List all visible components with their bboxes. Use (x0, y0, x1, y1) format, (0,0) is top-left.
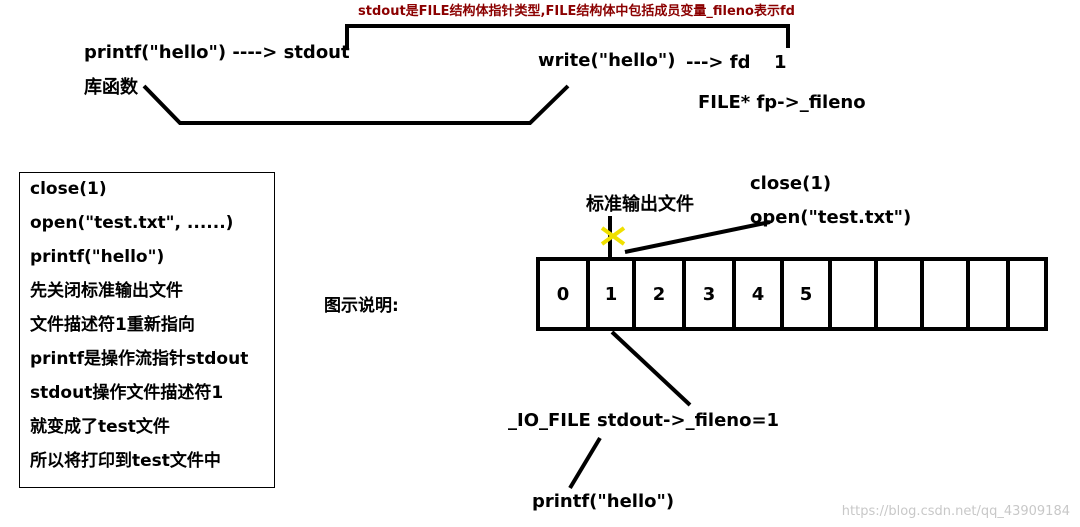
lib-func-label: 库函数 (84, 77, 138, 98)
open-call-label: open("test.txt") (750, 207, 912, 228)
box-line: 先关闭标准输出文件 (30, 281, 183, 301)
open-pointer (624, 220, 771, 254)
fd-cell-2: 2 (652, 283, 666, 305)
box-line: printf("hello") (30, 247, 165, 267)
stdout-file-label: 标准输出文件 (586, 194, 694, 215)
fd-cell-5: 5 (799, 283, 813, 305)
fd-note: stdout是FILE结构体指针类型,FILE结构体中包括成员变量_fileno… (358, 4, 795, 19)
explanation-box: close(1) open("test.txt", ......) printf… (19, 172, 275, 488)
io-file-pointer (610, 330, 692, 407)
box-line: printf是操作流指针stdout (30, 349, 249, 369)
box-line: 就变成了test文件 (30, 417, 170, 437)
fd-table-dividers (586, 259, 1010, 329)
watermark: https://blog.csdn.net/qq_43909184 (841, 504, 1070, 519)
box-line: open("test.txt", ......) (30, 213, 234, 233)
box-line: close(1) (30, 179, 107, 199)
fd-value: 1 (774, 52, 787, 73)
printf-bottom-label: printf("hello") (532, 491, 675, 512)
legend-label: 图示说明: (324, 296, 399, 316)
box-line: 文件描述符1重新指向 (30, 315, 195, 335)
io-file-label: _IO_FILE stdout->_fileno=1 (508, 410, 780, 431)
stdout-note-bracket (345, 24, 790, 48)
fd-table-frame (536, 257, 1048, 331)
fd-cell-4: 4 (751, 283, 765, 305)
libfunc-write-link (142, 84, 570, 125)
file-fp-text: FILE* fp->_fileno (698, 92, 866, 113)
printf-pointer (568, 436, 602, 490)
cross-mark (600, 226, 626, 246)
fd-cell-1: 1 (604, 283, 618, 305)
fd-cell-3: 3 (702, 283, 716, 305)
box-line: 所以将打印到test文件中 (30, 451, 221, 471)
close-call-label: close(1) (750, 173, 832, 194)
write-call-text: write("hello") (538, 50, 676, 71)
fd-cell-0: 0 (556, 283, 570, 305)
printf-stdout-text: printf("hello") ----> stdout (84, 42, 350, 63)
fd-arrow-text: ---> fd (686, 52, 751, 73)
box-line: stdout操作文件描述符1 (30, 383, 224, 403)
